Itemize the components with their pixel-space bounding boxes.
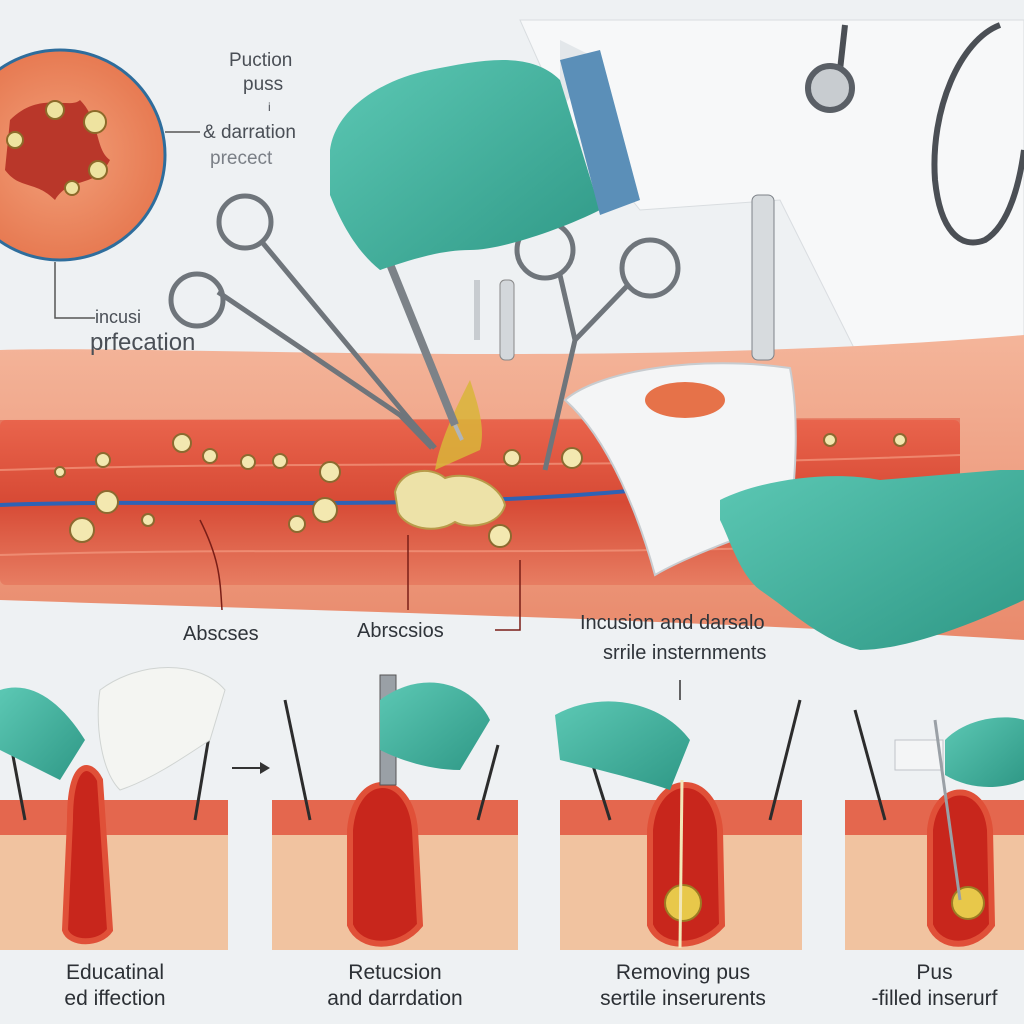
- glove-hand-top: [330, 50, 640, 270]
- step-2-line-1: Retucsion: [348, 961, 442, 984]
- stethoscope-icon: [805, 22, 1024, 246]
- incision-label-2: srrile insternments: [603, 642, 767, 664]
- step-panel-4: [845, 709, 1024, 950]
- forceps-icon-2: [514, 219, 681, 471]
- forceps-icon: [168, 193, 437, 450]
- left-label-1: incusi: [95, 307, 142, 327]
- step-4-line-1: Pus: [916, 961, 953, 984]
- left-label-2: prfecation: [90, 329, 196, 356]
- step-4-line-2: -filled inserurf: [871, 987, 998, 1010]
- step-caption-3: Removing pus sertile inserurents: [558, 960, 808, 1012]
- step-1-line-1: Educatinal: [65, 961, 165, 984]
- title-line-1: Puction: [229, 50, 293, 71]
- step-3-line-2: sertile inserurents: [600, 987, 766, 1010]
- abscess-label-2: Abrscsios: [357, 620, 444, 642]
- step-caption-4: Pus -filled inserurf: [845, 960, 1024, 1012]
- title-line-5: precect: [210, 148, 273, 169]
- pus-blob: [393, 380, 507, 530]
- step-3-line-1: Removing pus: [615, 961, 751, 984]
- step-panel-1: [0, 667, 228, 950]
- title-line-2: puss: [243, 74, 284, 95]
- abscess-crosssection-icon: [0, 48, 167, 262]
- step-panel-2: [272, 674, 518, 950]
- incision-label-1: Incusion and darsalo: [580, 612, 765, 634]
- step-caption-1: Educatinal ed iffection: [0, 960, 230, 1012]
- step-caption-2: Retucsion and darrdation: [272, 960, 518, 1012]
- tissue-follicles: [54, 433, 907, 548]
- step-2-line-2: and darrdation: [327, 987, 463, 1010]
- title-line-3: i: [268, 100, 271, 114]
- step-panel-3: [555, 699, 802, 950]
- title-line-4: & darration: [203, 122, 296, 143]
- abscess-label-1: Abscses: [183, 623, 259, 645]
- glove-hand-right: [720, 470, 1024, 650]
- step-1-line-2: ed iffection: [64, 987, 166, 1010]
- arrow-right-icon: [232, 762, 270, 774]
